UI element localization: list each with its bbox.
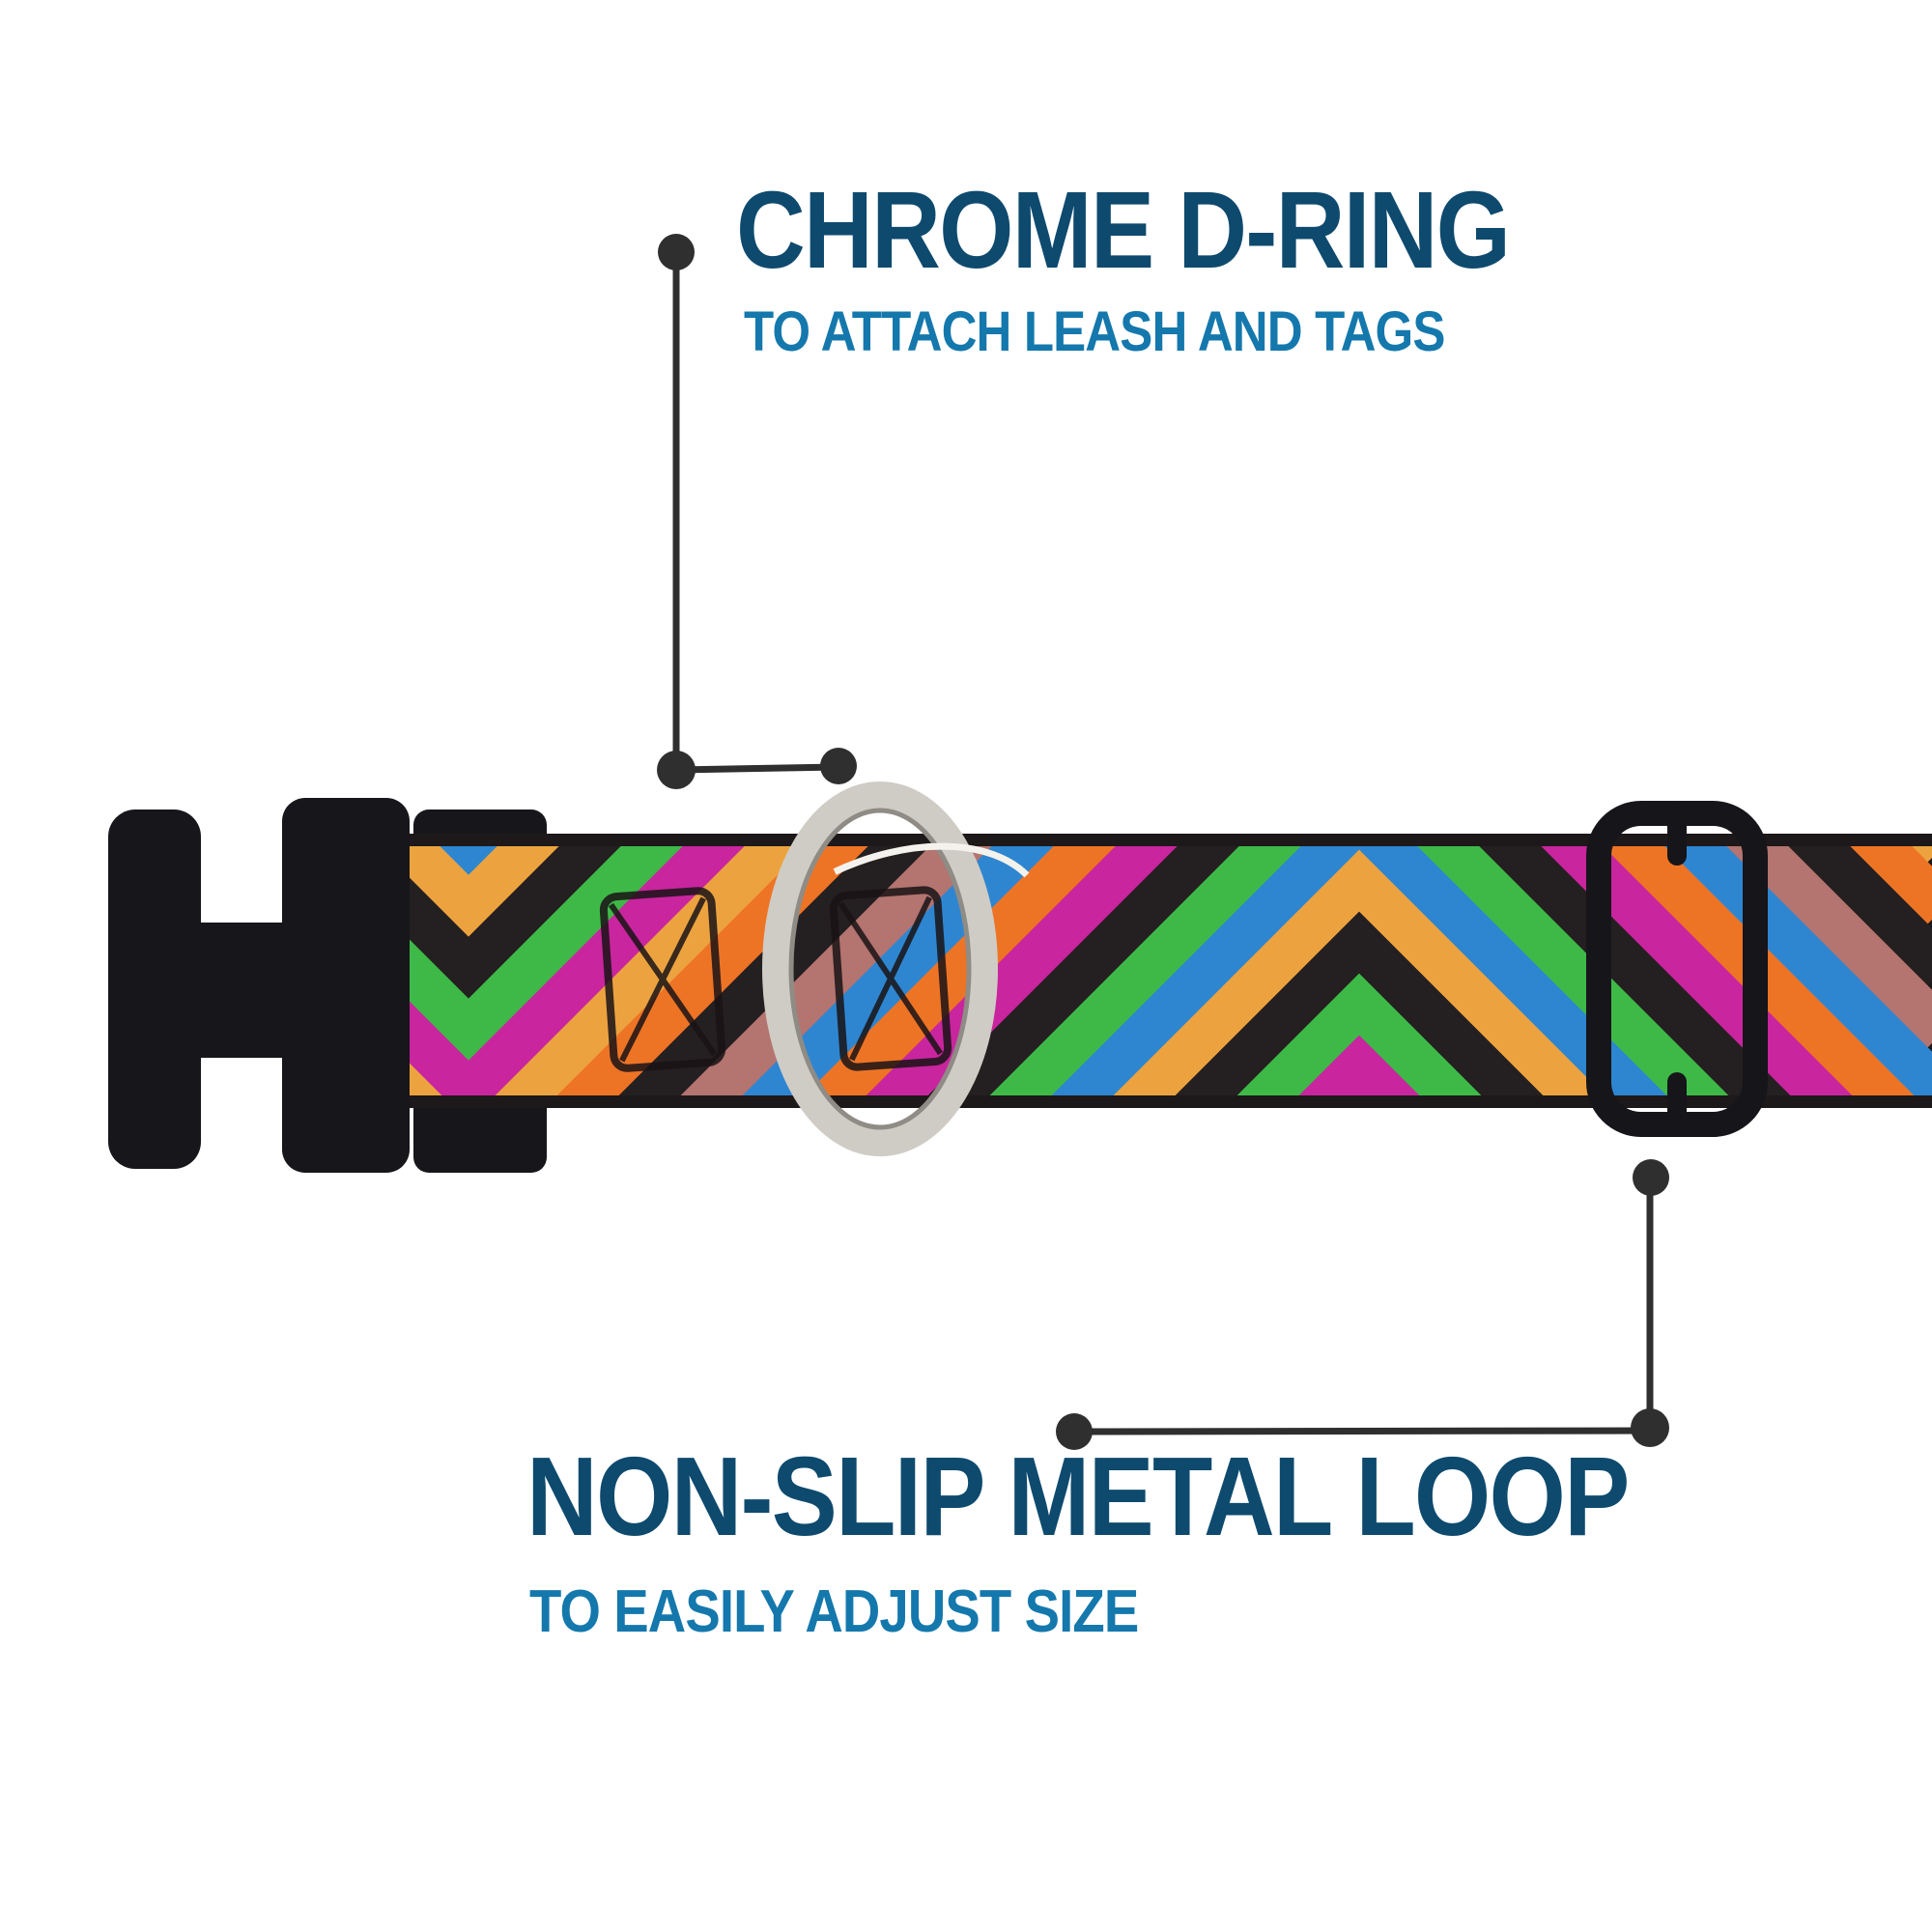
buckle-neck xyxy=(184,923,309,1058)
webbing-stripe xyxy=(680,846,1932,1095)
doodle-square xyxy=(829,886,952,1071)
buckle-block xyxy=(108,810,201,1169)
leader-dot xyxy=(820,748,857,784)
webbing-stripe xyxy=(406,846,628,1006)
d-ring xyxy=(710,781,1050,1156)
webbing-stripe xyxy=(927,846,1791,1095)
webbing-stripes xyxy=(386,0,1932,1932)
leader-dot xyxy=(1633,1159,1669,1196)
callout-bottom-subtitle: TO EASILY ADJUST SIZE xyxy=(529,1578,1139,1645)
webbing-stripe xyxy=(386,0,1932,785)
callout-bottom-title: NON-SLIP METAL LOOP xyxy=(526,1434,1630,1559)
leader-top xyxy=(657,234,857,789)
leader-bottom xyxy=(1056,1159,1669,1450)
webbing-stripe xyxy=(406,846,752,1095)
webbing-stripe xyxy=(406,846,690,1067)
webbing-stripe xyxy=(804,846,1915,1095)
webbing-stripe xyxy=(866,846,1853,1095)
leader-dot xyxy=(658,234,695,270)
callout-top-subtitle: TO ATTACH LEASH AND TAGS xyxy=(744,300,1445,363)
doodle-square xyxy=(599,887,726,1072)
webbing-stripe xyxy=(433,846,504,882)
slider-loop xyxy=(1586,801,1768,1137)
leader-dot xyxy=(1056,1413,1093,1450)
buckle xyxy=(108,798,410,1173)
leader-dot xyxy=(1631,1408,1669,1447)
buckle-tower xyxy=(282,798,410,1173)
webbing-stripe xyxy=(742,846,1932,1095)
webbing-stripe xyxy=(406,846,566,944)
webbing-stripe xyxy=(989,846,1729,1095)
leader-dot xyxy=(657,751,696,789)
callout-top-title: CHROME D-RING xyxy=(736,169,1511,291)
collar-webbing xyxy=(386,0,1932,1932)
webbing-stripe xyxy=(386,1193,1932,1932)
